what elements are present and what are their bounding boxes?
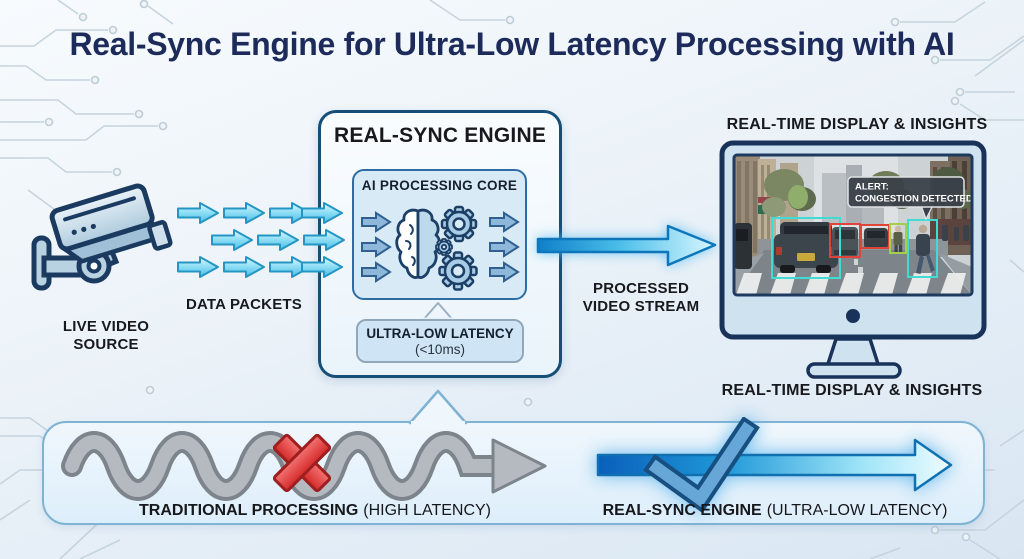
latency-badge: ULTRA-LOW LATENCY (<10ms) [356, 319, 524, 363]
success-check-icon [643, 417, 760, 514]
alert-tooltip: ALERT: CONGESTION DETECTED [847, 176, 973, 221]
realsync-label: REAL-SYNC ENGINE(ULTRA-LOW LATENCY) [560, 502, 990, 520]
camera-icon [31, 183, 173, 291]
monitor-base [806, 362, 902, 379]
latency-badge-label: ULTRA-LOW LATENCY [366, 325, 514, 341]
traditional-path-graphic [61, 431, 547, 501]
engine-title: REAL-SYNC ENGINE [333, 124, 547, 147]
stream-label-line1: PROCESSED [593, 280, 689, 297]
traditional-label-qualifier: (HIGH LATENCY) [363, 502, 491, 519]
alert-line2: CONGESTION DETECTED [855, 194, 973, 205]
packets-label: DATA PACKETS [185, 296, 302, 313]
source-label: LIVE VIDEO SOURCE [40, 318, 172, 355]
parked-car [734, 223, 752, 269]
stream-label-line2: VIDEO STREAM [582, 298, 700, 316]
suv [774, 222, 838, 273]
pedestrian-1 [893, 225, 903, 253]
monitor-camera-dot [846, 309, 860, 323]
realsync-label-qualifier: (ULTRA-LOW LATENCY) [766, 502, 948, 519]
gear-icon [440, 205, 478, 243]
source-label-line2: SOURCE [73, 336, 139, 354]
panel-caret [408, 389, 468, 425]
car-3 [864, 228, 888, 249]
detection-boxes [771, 217, 938, 279]
ai-core-title: AI PROCESSING CORE [361, 178, 518, 193]
stream-arrow [536, 224, 717, 267]
gear-icon-small [435, 238, 453, 256]
traditional-label: TRADITIONAL PROCESSING(HIGH LATENCY) [100, 502, 530, 520]
display-label-top: REAL-TIME DISPLAY & INSIGHTS [726, 116, 988, 133]
core-output-arrows [489, 211, 520, 283]
realsync-label-name: REAL-SYNC ENGINE [602, 502, 762, 519]
traditional-label-name: TRADITIONAL PROCESSING [139, 502, 359, 519]
data-packet-arrows [177, 202, 311, 278]
realsync-path-graphic [596, 417, 953, 514]
gear-icon [438, 251, 478, 291]
alert-line1: ALERT: [855, 182, 889, 193]
core-input-arrows [361, 211, 392, 283]
stream-label: PROCESSED VIDEO STREAM [566, 280, 716, 317]
background-pedestrians [942, 225, 969, 241]
car-2 [832, 227, 858, 257]
pedestrian-2 [916, 224, 935, 274]
badge-caret [422, 302, 454, 321]
latency-badge-value: (<10ms) [415, 341, 465, 357]
monitor-screen: ALERT: CONGESTION DETECTED [732, 153, 974, 297]
error-x-icon [272, 433, 332, 493]
data-packet-arrows-entering [301, 202, 345, 278]
display-label-bottom: REAL-TIME DISPLAY & INSIGHTS [721, 382, 983, 399]
brain-icon [395, 208, 441, 279]
wavy-line [61, 431, 547, 501]
page-title: Real-Sync Engine for Ultra-Low Latency P… [69, 26, 955, 62]
source-label-line1: LIVE VIDEO [62, 318, 150, 335]
monitor-icon: ALERT: CONGESTION DETECTED [719, 140, 987, 379]
ai-core-graphic [361, 205, 520, 291]
